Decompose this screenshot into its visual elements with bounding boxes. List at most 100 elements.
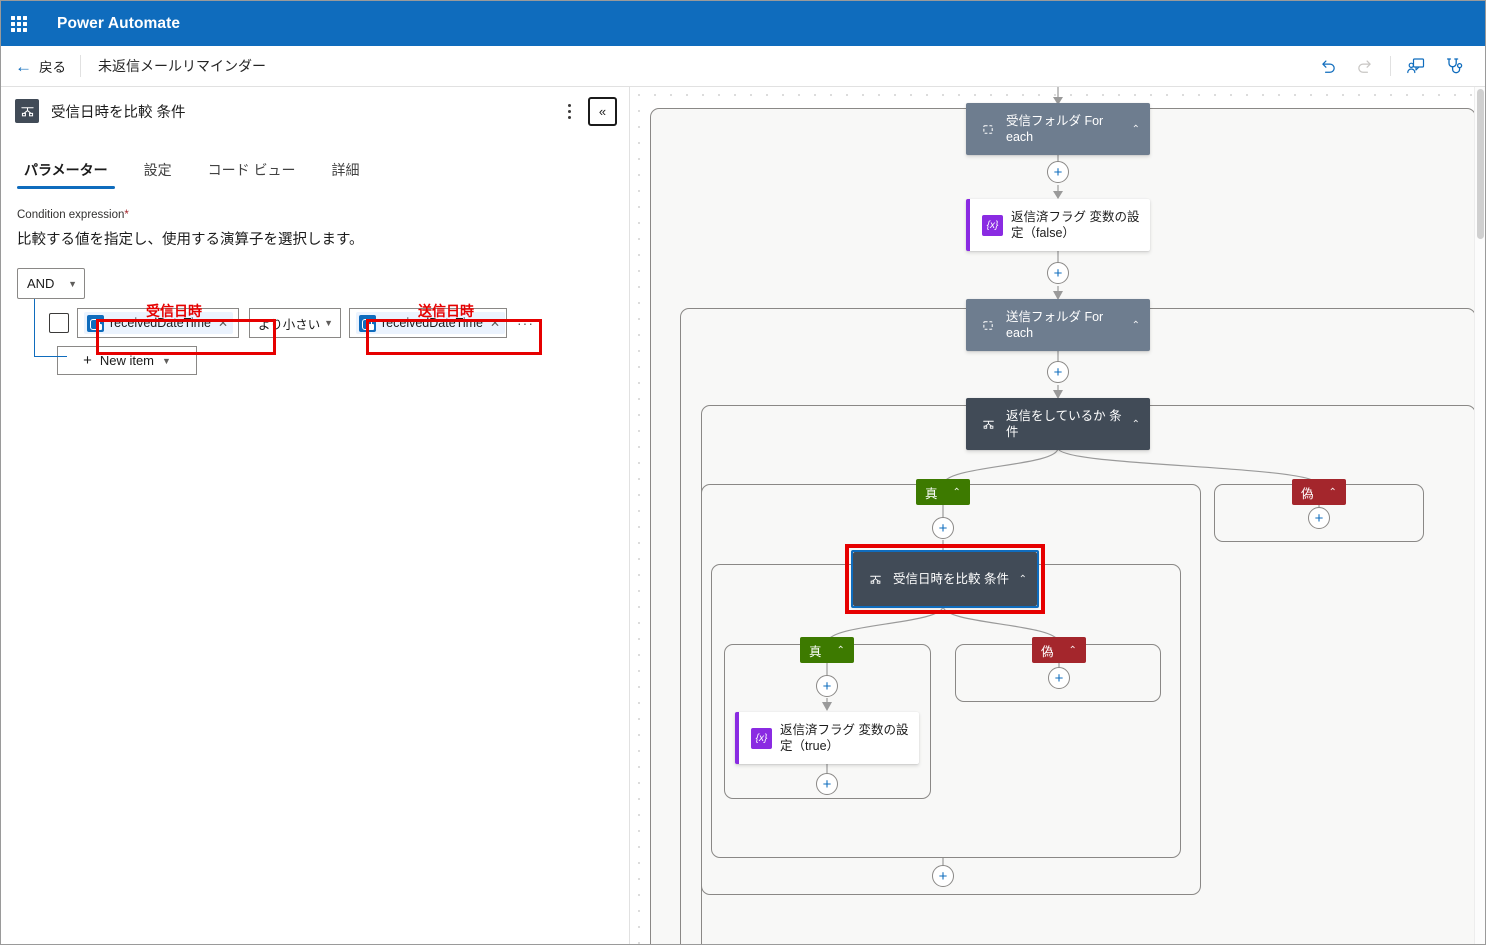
flow-node-foreach-received[interactable]: 受信フォルダ For each ⌃ — [966, 103, 1150, 155]
variable-icon-2: {x} — [751, 727, 772, 749]
flow-node-foreach-sent[interactable]: 送信フォルダ For each ⌃ — [966, 299, 1150, 351]
add-action-button-2[interactable]: + — [1047, 262, 1069, 284]
logic-operator-select[interactable]: AND ▼ — [17, 268, 85, 299]
foreach-loop-icon — [978, 123, 998, 136]
foreach-loop-icon-2 — [978, 319, 998, 332]
panel-header: 受信日時を比較 条件 « — [1, 87, 629, 135]
branch-badge-label-2: 偽 — [1301, 486, 1314, 501]
comparison-operator-value: より小さい — [258, 317, 321, 332]
condition-expression-label: Condition expression* — [17, 209, 613, 221]
branch-badge-true-compare[interactable]: 真 ⌃ — [800, 637, 854, 663]
chevron-up-icon-badge-3: ⌃ — [836, 644, 845, 656]
right-operand-remove-icon[interactable]: ✕ — [489, 316, 501, 330]
redo-button[interactable] — [1346, 47, 1384, 85]
flow-node-condition-compare-datetime[interactable]: 受信日時を比較 条件 ⌃ — [853, 552, 1037, 606]
back-button[interactable]: ← 戻る — [1, 46, 80, 87]
flow-node-label-6: 返信済フラグ 変数の設定（true） — [780, 723, 909, 753]
command-bar-actions — [1308, 46, 1485, 87]
double-chevron-left-icon: « — [598, 103, 607, 119]
condition-expression-label-text: Condition expression — [17, 209, 125, 221]
undo-button[interactable] — [1308, 47, 1346, 85]
tab-parameters[interactable]: パラメーター — [17, 160, 115, 189]
branch-badge-label-1: 真 — [925, 486, 938, 501]
app-brand-title: Power Automate — [57, 14, 181, 32]
app-top-bar: Power Automate — [1, 1, 1485, 46]
variable-icon: {x} — [982, 214, 1003, 236]
add-action-button-1[interactable]: + — [1047, 161, 1069, 183]
chevron-down-icon-operator: ▼ — [324, 318, 333, 328]
canvas-scrollbar-thumb[interactable] — [1477, 89, 1484, 239]
panel-body: Condition expression* 比較する値を指定し、使用する演算子を… — [1, 189, 629, 375]
command-bar-divider-2 — [1390, 56, 1391, 76]
condition-icon-3 — [865, 573, 885, 586]
chevron-up-icon-badge-4: ⌃ — [1068, 644, 1077, 656]
flow-canvas[interactable]: 受信フォルダ For each ⌃ {x} 返信済フラグ 変数の設定（false… — [631, 87, 1485, 944]
flow-node-set-variable-false[interactable]: {x} 返信済フラグ 変数の設定（false） — [966, 199, 1150, 251]
panel-collapse-button[interactable]: « — [588, 96, 617, 126]
add-action-button-false-replied[interactable]: + — [1308, 507, 1330, 529]
chevron-down-icon-new-item: ▼ — [162, 355, 171, 366]
flow-name-title: 未返信メールリマインダー — [98, 58, 266, 74]
logic-operator-value: AND — [27, 276, 55, 291]
chevron-up-icon[interactable]: ⌃ — [1131, 123, 1140, 135]
chevron-up-icon-3[interactable]: ⌃ — [1131, 418, 1140, 430]
flow-node-label-5: 受信日時を比較 条件 — [893, 572, 1009, 586]
add-action-button-true-compare[interactable]: + — [816, 675, 838, 697]
command-bar-divider — [80, 55, 81, 77]
condition-icon-2 — [978, 418, 998, 431]
condition-builder: AND ▼ receivedDateTime ✕ — [17, 268, 613, 375]
condition-row-more-button[interactable]: ··· — [517, 315, 534, 331]
tab-code-view[interactable]: コード ビュー — [207, 162, 296, 178]
flow-node-label: 受信フォルダ For each — [1006, 114, 1104, 144]
annotation-label-sent: 送信日時 — [418, 303, 474, 319]
condition-icon — [15, 99, 39, 123]
stethoscope-icon — [1446, 58, 1463, 74]
branch-badge-false-replied[interactable]: 偽 ⌃ — [1292, 479, 1346, 505]
required-asterisk: * — [124, 209, 129, 221]
left-operand-remove-icon[interactable]: ✕ — [217, 316, 229, 330]
tree-connector-vertical — [34, 299, 35, 357]
chevron-up-icon-4[interactable]: ⌃ — [1018, 573, 1027, 585]
new-item-button-label: New item — [99, 353, 155, 368]
condition-row-checkbox[interactable] — [49, 313, 69, 333]
flow-checker-button[interactable] — [1435, 47, 1473, 85]
tab-details[interactable]: 詳細 — [331, 162, 360, 178]
tab-settings[interactable]: 設定 — [143, 162, 172, 178]
add-action-button-false-compare[interactable]: + — [1048, 667, 1070, 689]
copilot-person-icon — [1407, 58, 1425, 74]
flow-node-label-2: 返信済フラグ 変数の設定（false） — [1011, 210, 1140, 240]
branch-badge-false-compare[interactable]: 偽 ⌃ — [1032, 637, 1086, 663]
branch-badge-true-replied[interactable]: 真 ⌃ — [916, 479, 970, 505]
chevron-up-icon-2[interactable]: ⌃ — [1131, 319, 1140, 331]
arrow-left-icon: ← — [15, 56, 32, 76]
canvas-vertical-scrollbar[interactable] — [1474, 87, 1485, 944]
condition-expression-description: 比較する値を指定し、使用する演算子を選択します。 — [17, 232, 364, 248]
back-button-label: 戻る — [39, 60, 66, 75]
condition-rows: receivedDateTime ✕ より小さい ▼ receivedDate — [34, 299, 613, 375]
add-action-button-scope-bottom[interactable]: + — [932, 865, 954, 887]
chevron-down-icon: ▼ — [68, 278, 77, 289]
panel-more-button[interactable] — [558, 97, 580, 125]
outlook-icon — [87, 314, 104, 332]
redo-icon — [1357, 59, 1371, 73]
add-action-button-3[interactable]: + — [1047, 361, 1069, 383]
action-details-panel: 受信日時を比較 条件 « パラメーター 設定 コード ビュー 詳細 Condit… — [1, 87, 630, 944]
panel-tabs: パラメーター 設定 コード ビュー 詳細 — [1, 147, 629, 189]
branch-badge-label-3: 真 — [809, 644, 822, 659]
flow-node-condition-replied[interactable]: 返信をしているか 条件 ⌃ — [966, 398, 1150, 450]
flow-node-label-4: 返信をしているか 条件 — [1006, 409, 1122, 439]
add-action-button-true-replied[interactable]: + — [932, 517, 954, 539]
waffle-menu-button[interactable] — [1, 1, 37, 46]
add-action-button-after-variable[interactable]: + — [816, 773, 838, 795]
branch-badge-label-4: 偽 — [1041, 644, 1054, 659]
condition-row: receivedDateTime ✕ より小さい ▼ receivedDate — [34, 308, 613, 338]
flow-node-label-3: 送信フォルダ For each — [1006, 310, 1104, 340]
comparison-operator-select[interactable]: より小さい ▼ — [249, 308, 341, 338]
outlook-icon-2 — [359, 314, 376, 332]
new-item-button[interactable]: + New item ▼ — [57, 346, 197, 375]
tree-connector-horizontal — [34, 356, 67, 357]
flow-node-set-variable-true[interactable]: {x} 返信済フラグ 変数の設定（true） — [735, 712, 919, 764]
chevron-up-icon-badge-1: ⌃ — [952, 486, 961, 498]
chevron-up-icon-badge-2: ⌃ — [1328, 486, 1337, 498]
copilot-button[interactable] — [1397, 47, 1435, 85]
